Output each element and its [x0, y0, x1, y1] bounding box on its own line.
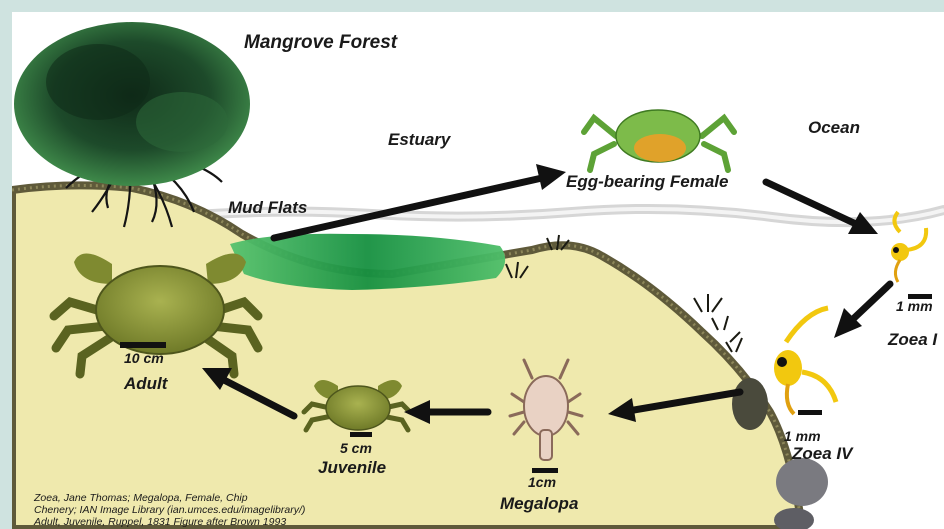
- mud-flats-label: Mud Flats: [228, 198, 307, 218]
- zoea-iv-label: Zoea IV: [792, 444, 852, 464]
- ocean-label: Ocean: [808, 118, 860, 138]
- zoea-i-scale-label: 1 mm: [896, 298, 933, 314]
- adult-label: Adult: [124, 374, 167, 394]
- seagrass-bed: [230, 234, 505, 290]
- juvenile-scale-label: 5 cm: [340, 440, 372, 456]
- adult-scale-bar: [120, 342, 166, 348]
- credit-line: Chenery; IAN Image Library (ian.umces.ed…: [34, 504, 464, 516]
- zoea-iv-larva: [774, 308, 836, 414]
- arrow-mudflat-to-female: [274, 164, 566, 238]
- zoea-iv-scale-label: 1 mm: [784, 428, 821, 444]
- zoea-iv-scale-bar: [798, 410, 822, 415]
- megalopa-scale-label: 1cm: [528, 474, 556, 490]
- arrow-zoea-i-to-zoea-iv: [834, 284, 890, 338]
- estuary-label: Estuary: [388, 130, 450, 150]
- megalopa-label: Megalopa: [500, 494, 578, 514]
- image-credits: Zoea, Jane Thomas; Megalopa, Female, Chi…: [34, 492, 464, 528]
- zoea-i-label: Zoea I: [888, 330, 937, 350]
- credit-line: Zoea, Jane Thomas; Megalopa, Female, Chi…: [34, 492, 464, 504]
- adult-scale-label: 10 cm: [124, 350, 164, 366]
- credit-line: Adult, Juvenile, Ruppel, 1831 Figure aft…: [34, 516, 464, 528]
- juvenile-label: Juvenile: [318, 458, 386, 478]
- figure-panel: Mangrove Forest Estuary Ocean Mud Flats …: [12, 12, 944, 529]
- juvenile-scale-bar: [350, 432, 372, 437]
- egg-bearing-female-label: Egg-bearing Female: [566, 172, 728, 192]
- egg-bearing-female-crab: [584, 110, 734, 170]
- mangrove-forest-label: Mangrove Forest: [244, 32, 397, 54]
- megalopa-scale-bar: [532, 468, 558, 473]
